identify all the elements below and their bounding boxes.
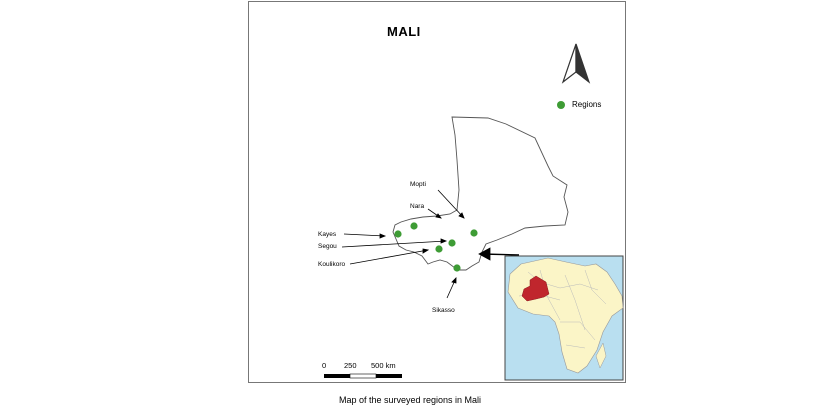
region-point-koulikoro (435, 245, 443, 253)
leader-lines (341, 189, 520, 299)
region-point-sikasso (453, 264, 461, 272)
map-caption: Map of the surveyed regions in Mali (338, 395, 482, 405)
legend: Regions (557, 100, 601, 109)
inset-africa-map (504, 255, 624, 381)
region-point-segou (448, 239, 456, 247)
region-label-segou: Segou (318, 243, 337, 250)
region-point-nara (410, 222, 418, 230)
scale-label-0: 0 (322, 361, 327, 370)
legend-label: Regions (572, 100, 602, 109)
mali-outline (392, 116, 569, 271)
scale-label-500: 500 km (371, 361, 396, 370)
region-label-sikasso: Sikasso (432, 307, 455, 314)
region-label-mopti: Mopti (410, 181, 426, 188)
map-title: MALI (387, 24, 421, 39)
region-label-nara: Nara (410, 203, 424, 210)
region-point-mopti (470, 229, 478, 237)
region-point-kayes (394, 230, 402, 238)
north-arrow-icon (561, 43, 591, 84)
inset-mali-highlight (521, 275, 550, 302)
region-label-kayes: Kayes (318, 231, 337, 238)
legend-marker (557, 100, 565, 109)
scale-bar (324, 373, 402, 379)
region-label-koulikoro: Koulikoro (318, 261, 345, 268)
scale-label-250: 250 (344, 361, 357, 370)
